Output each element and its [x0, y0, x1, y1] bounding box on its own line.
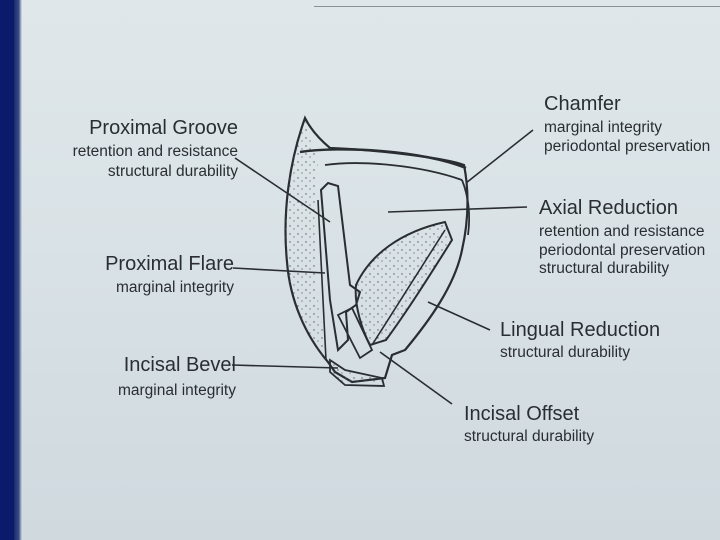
- label-title: Incisal Bevel: [118, 355, 236, 375]
- label-line: periodontal preservation: [539, 243, 705, 259]
- label-lingual-reduction: Lingual Reduction structural durability: [500, 320, 660, 361]
- label-title: Incisal Offset: [464, 404, 594, 424]
- label-line: marginal integrity: [105, 280, 234, 296]
- leader-incisal-offset: [380, 352, 452, 404]
- label-incisal-bevel: Incisal Bevel marginal integrity: [118, 355, 236, 399]
- incisal-bevel-shape: [330, 360, 384, 386]
- label-title: Axial Reduction: [539, 198, 705, 218]
- label-line: periodontal preservation: [544, 139, 710, 155]
- label-line: retention and resistance: [539, 224, 705, 240]
- leader-lingual-reduction: [428, 302, 490, 330]
- label-line: marginal integrity: [118, 383, 236, 399]
- label-line: structural durability: [464, 429, 594, 445]
- proximal-surface: [286, 118, 328, 362]
- label-axial-reduction: Axial Reduction retention and resistance…: [539, 198, 705, 277]
- label-line: marginal integrity: [544, 120, 710, 136]
- leader-axial-reduction: [388, 207, 527, 212]
- facial-margin-inner: [325, 163, 462, 180]
- label-chamfer: Chamfer marginal integrity periodontal p…: [544, 94, 710, 154]
- label-line: retention and resistance: [73, 144, 238, 160]
- label-proximal-flare: Proximal Flare marginal integrity: [105, 254, 234, 296]
- label-title: Proximal Groove: [73, 118, 238, 138]
- label-line: structural durability: [73, 164, 238, 180]
- leader-incisal-bevel: [232, 365, 338, 368]
- groove: [321, 183, 360, 350]
- label-line: structural durability: [500, 345, 660, 361]
- label-incisal-offset: Incisal Offset structural durability: [464, 404, 594, 445]
- label-title: Lingual Reduction: [500, 320, 660, 340]
- label-proximal-groove: Proximal Groove retention and resistance…: [73, 118, 238, 179]
- leader-chamfer: [466, 130, 533, 183]
- diagram-sheet: Proximal Groove retention and resistance…: [14, 0, 720, 540]
- label-title: Chamfer: [544, 94, 710, 114]
- label-line: structural durability: [539, 261, 705, 277]
- label-title: Proximal Flare: [105, 254, 234, 274]
